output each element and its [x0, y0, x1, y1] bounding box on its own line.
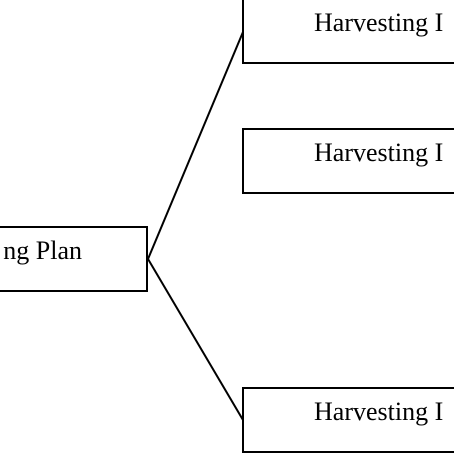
child-node-2: Harvesting I — [242, 128, 454, 194]
child-node-1-label: Harvesting I — [314, 8, 444, 37]
child-node-2-label: Harvesting I — [314, 138, 444, 167]
connector-root-to-top — [147, 31, 244, 260]
child-node-1: Harvesting I — [242, 0, 454, 64]
child-node-3: Harvesting I — [242, 387, 454, 453]
connector-root-to-bottom — [147, 258, 244, 421]
root-node: ng Plan — [0, 226, 148, 292]
child-node-3-label: Harvesting I — [314, 397, 444, 426]
root-node-label: ng Plan — [3, 236, 82, 265]
